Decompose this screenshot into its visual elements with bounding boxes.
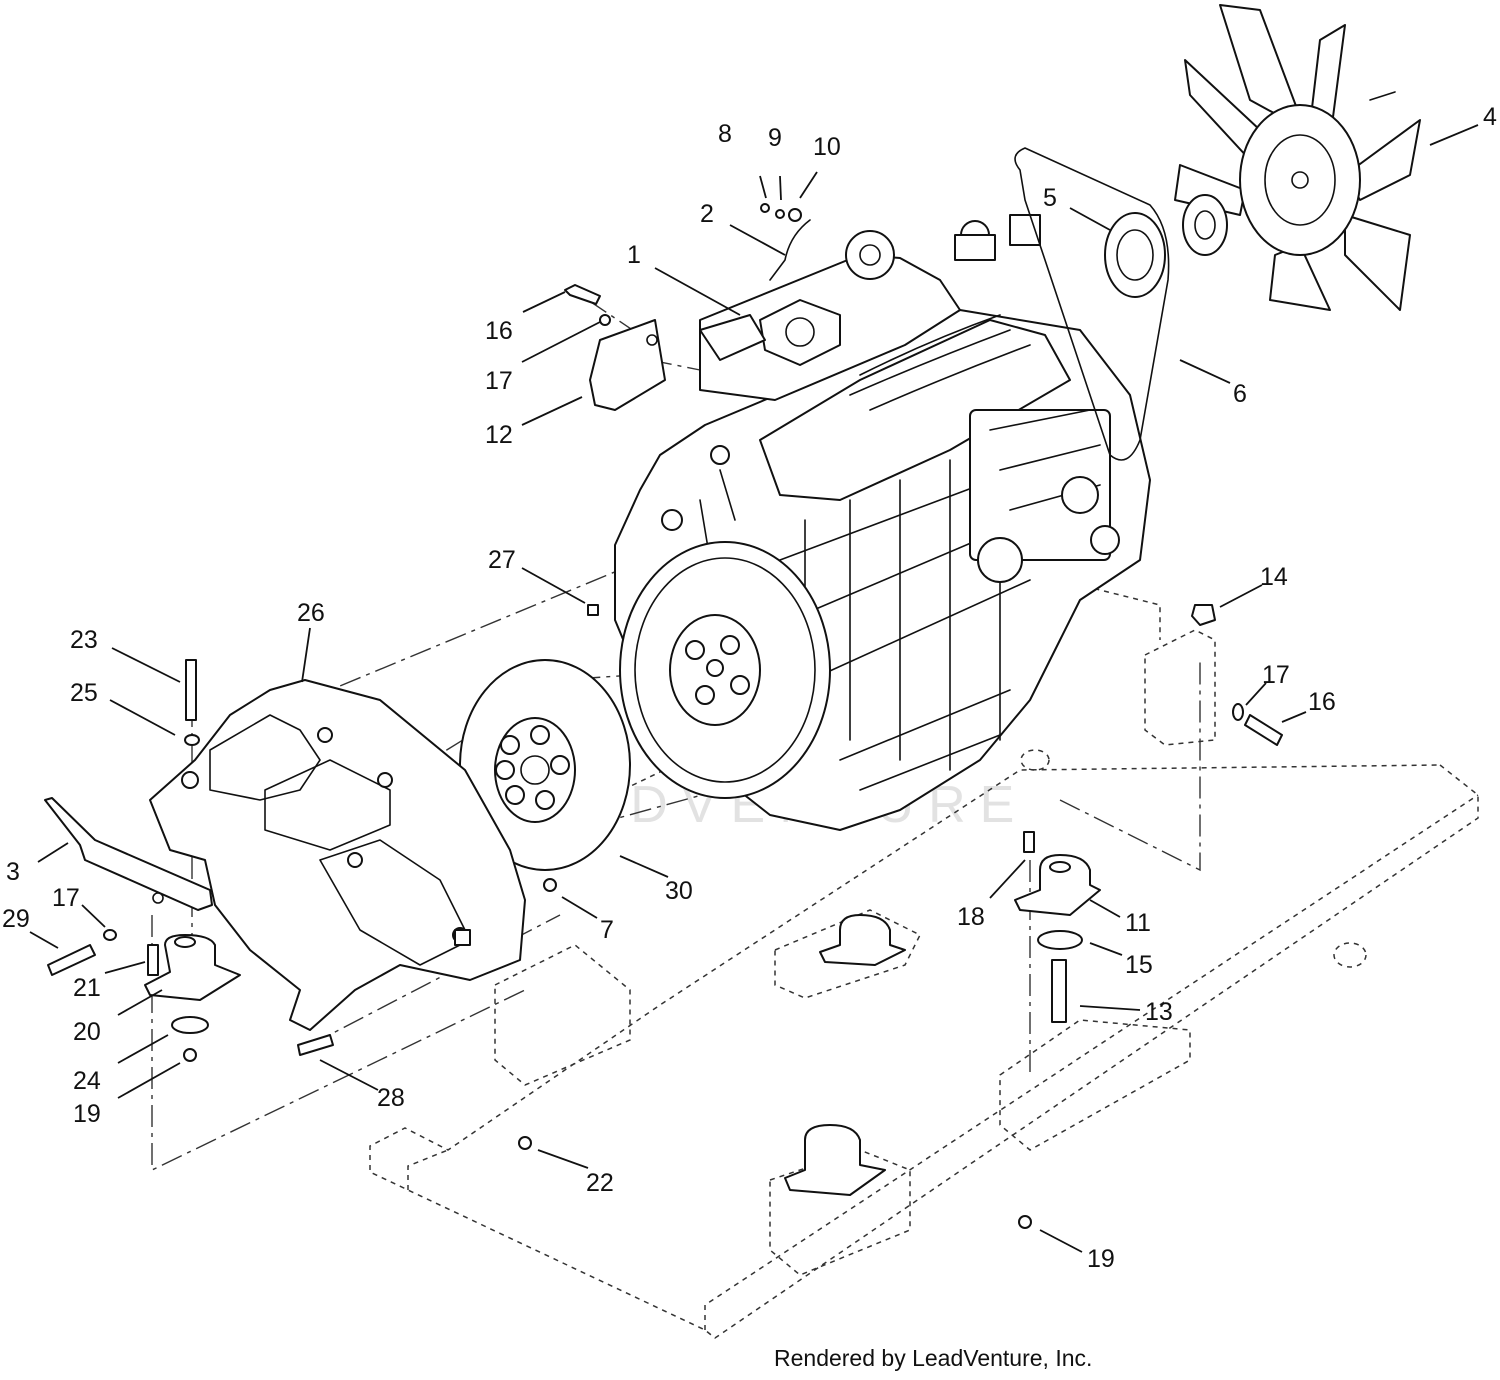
fan-belt bbox=[1014, 147, 1170, 461]
callout-2: 2 bbox=[700, 200, 714, 228]
frame-mount-center bbox=[819, 914, 906, 966]
callout-20: 20 bbox=[73, 1018, 101, 1046]
bolt-21 bbox=[147, 944, 159, 976]
bolt-23 bbox=[185, 659, 197, 721]
callout-23: 23 bbox=[70, 626, 98, 654]
callout-9: 9 bbox=[768, 124, 782, 152]
callout-16: 16 bbox=[485, 317, 513, 345]
bolt-18 bbox=[1023, 831, 1035, 853]
nut-19-frame bbox=[1018, 1215, 1032, 1229]
callout-29: 29 bbox=[2, 905, 30, 933]
callout-24: 24 bbox=[73, 1067, 101, 1095]
callout-11: 11 bbox=[1125, 909, 1151, 937]
callout-4: 4 bbox=[1483, 103, 1497, 131]
callout-15: 15 bbox=[1125, 951, 1153, 979]
frame-mount-front bbox=[784, 1124, 886, 1196]
nut-22 bbox=[518, 1136, 532, 1150]
callout-7: 7 bbox=[600, 916, 614, 944]
engine-bracket-right bbox=[589, 319, 666, 411]
callout-19: 19 bbox=[1087, 1245, 1115, 1273]
callout-1: 1 bbox=[627, 241, 641, 269]
hardware bbox=[297, 203, 1283, 1056]
callout-3: 3 bbox=[6, 858, 20, 886]
bracket-hole bbox=[646, 334, 658, 346]
render-credit: Rendered by LeadVenture, Inc. bbox=[774, 1345, 1092, 1371]
callout-26: 26 bbox=[297, 599, 325, 627]
bracket-hole bbox=[152, 892, 164, 904]
callout-13: 13 bbox=[1145, 998, 1173, 1026]
bolt-29 bbox=[47, 944, 96, 976]
callout-27: 27 bbox=[488, 546, 516, 574]
washer-24 bbox=[171, 1016, 209, 1034]
washer-25 bbox=[184, 734, 200, 746]
callout-22: 22 bbox=[586, 1169, 614, 1197]
engine-mount-20 bbox=[47, 659, 241, 1062]
callout-14: 14 bbox=[1260, 563, 1288, 591]
washer-17 bbox=[103, 929, 117, 941]
bolt-13 bbox=[1051, 959, 1067, 1023]
callout-8: 8 bbox=[718, 120, 732, 148]
flywheel bbox=[619, 541, 831, 799]
bell-housing bbox=[149, 679, 526, 1031]
mount-bracket-left bbox=[44, 797, 213, 911]
callout-17: 17 bbox=[52, 884, 80, 912]
callout-10: 10 bbox=[813, 133, 841, 161]
callout-16: 16 bbox=[1308, 688, 1336, 716]
callout-25: 25 bbox=[70, 679, 98, 707]
radiator-fan bbox=[1174, 4, 1421, 311]
callout-19: 19 bbox=[73, 1100, 101, 1128]
callout-17: 17 bbox=[1262, 661, 1290, 689]
coupling-plate bbox=[459, 659, 631, 871]
nut-19 bbox=[183, 1048, 197, 1062]
frame-bracket bbox=[1144, 629, 1216, 746]
fan-pulley bbox=[1104, 194, 1228, 298]
callout-6: 6 bbox=[1233, 380, 1247, 408]
callout-leaders bbox=[29, 124, 1479, 1253]
callout-21: 21 bbox=[73, 974, 101, 1002]
washer-15 bbox=[1037, 930, 1083, 950]
callout-17: 17 bbox=[485, 367, 513, 395]
callout-18: 18 bbox=[957, 903, 985, 931]
engine-mount-11 bbox=[1014, 831, 1101, 1023]
callouts: 1 2 3 4 5 6 7 8 9 10 11 12 13 14 15 16 1… bbox=[2, 103, 1497, 1273]
callout-28: 28 bbox=[377, 1084, 405, 1112]
callout-30: 30 bbox=[665, 877, 693, 905]
callout-5: 5 bbox=[1043, 184, 1057, 212]
callout-12: 12 bbox=[485, 421, 513, 449]
